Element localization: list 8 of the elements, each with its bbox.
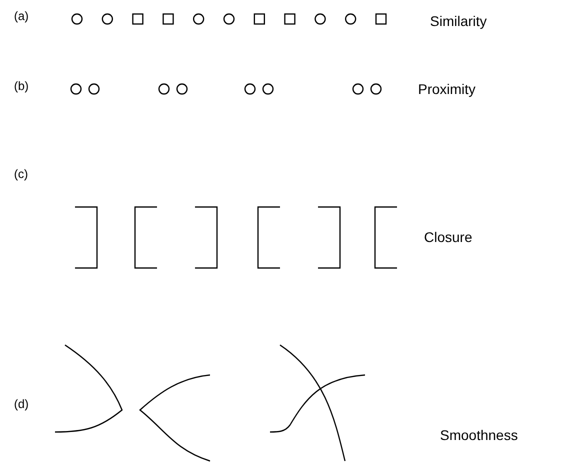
panel-letter: (c): [14, 168, 28, 180]
panel-letter: (a): [14, 10, 29, 22]
panel-letter: (d): [14, 398, 29, 410]
principle-label: Proximity: [418, 82, 476, 96]
principle-label: Closure: [424, 230, 472, 244]
panel-letter: (b): [14, 80, 29, 92]
principle-label: Similarity: [430, 14, 487, 28]
principle-label: Smoothness: [440, 428, 518, 442]
